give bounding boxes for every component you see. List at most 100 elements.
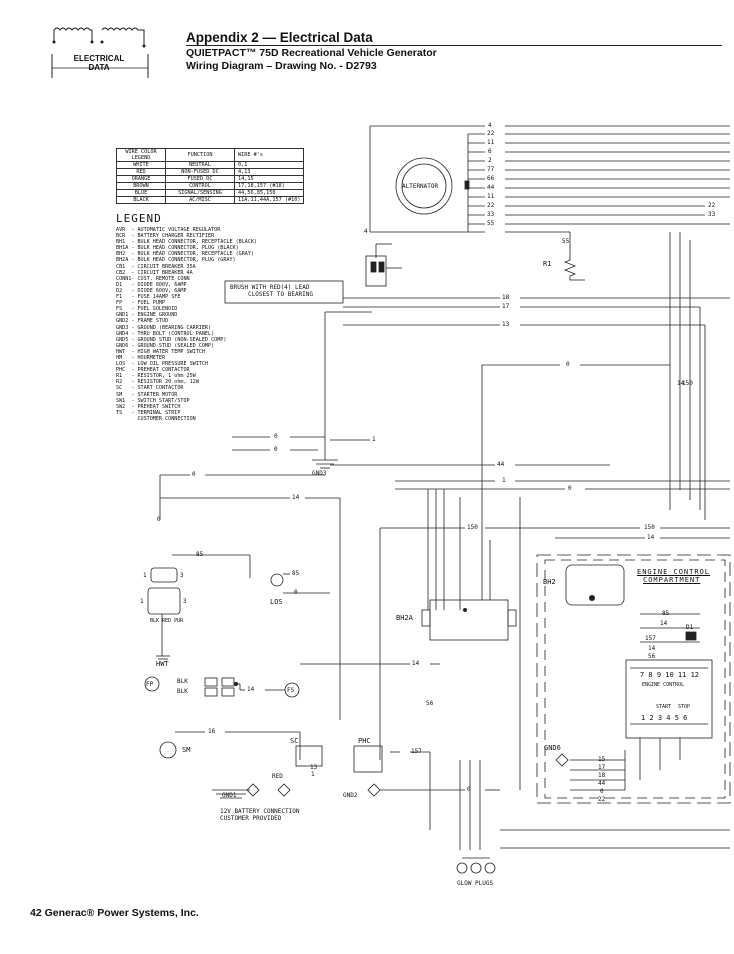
legend-item: HWT - HIGH WATER TEMP SWITCH xyxy=(116,348,205,355)
gnd3-label: GND3 xyxy=(312,470,327,477)
legend-item: LOS - LOW OIL PRESSURE SWITCH xyxy=(116,361,209,368)
los-label: LOS xyxy=(270,598,283,606)
wire-0-label: 0 xyxy=(157,516,161,523)
wire-0-label: 0 xyxy=(467,786,471,793)
wire-16-label: 16 xyxy=(208,728,216,735)
wire-14-label: 14 xyxy=(292,494,300,501)
legend-item: GND5 - GROUND STUD (NON-SEALED COMP) xyxy=(116,336,227,343)
wire-14-label: 14 xyxy=(677,380,685,387)
top-wire-label: 2 xyxy=(488,157,492,164)
top-wire-label: 66 xyxy=(487,175,495,182)
alternator-label: ALTERNATOR xyxy=(402,183,439,190)
engine-control-label: ENGINE CONTROL xyxy=(642,682,685,688)
legend-item: PHC - PREHEAT CONTACTOR xyxy=(116,367,190,374)
top-wire-label: 22 xyxy=(487,130,495,137)
title-rule xyxy=(186,45,722,46)
legend-item: R1 - RESISTOR, 1 ohm 25W xyxy=(116,373,196,380)
strip-top-label: 7 8 9 10 11 12 xyxy=(640,671,700,679)
bh2a-label: BH2A xyxy=(396,614,413,622)
legend-item: BH2A - BULK HEAD CONNECTOR, PLUG (GRAY) xyxy=(116,257,236,264)
bottom-wire-label: 44 xyxy=(598,780,606,787)
legend-item: GND1 - ENGINE GROUND xyxy=(116,312,178,319)
wire-157-label: 157 xyxy=(645,635,656,642)
legend-item: BCR - BATTERY CHARGER RECTIFIER xyxy=(116,233,215,240)
wire-150-label: 150 xyxy=(467,524,478,531)
wire-85-label: 85 xyxy=(196,551,204,558)
blk-label: BLK xyxy=(177,688,188,695)
wire-150-label: 150 xyxy=(644,524,655,531)
glow-plugs-label: GLOW PLUGS xyxy=(457,880,494,887)
top-wire-label: 11 xyxy=(487,139,495,146)
wire-85-label: 85 xyxy=(662,610,670,617)
top-wire-label: 44 xyxy=(487,184,495,191)
bottom-wire-label: 22 xyxy=(598,796,606,803)
wire-14-label: 14 xyxy=(412,660,420,667)
wire-1-label: 1 xyxy=(311,771,315,778)
wire-1-label: 1 xyxy=(372,436,376,443)
bottom-wire-label: 18 xyxy=(598,772,606,779)
wire-13-label: 13 xyxy=(502,321,510,328)
wire-1-label: 1 xyxy=(502,477,506,484)
sc-label: SC xyxy=(290,737,299,745)
start-label: START xyxy=(656,704,672,710)
legend-item: CB2 - CIRCUIT BREAKER 4A xyxy=(116,269,193,276)
wire-14-label: 14 xyxy=(648,645,656,652)
top-wire-label: 22 xyxy=(487,202,495,209)
bh2-label: BH2 xyxy=(543,578,556,586)
wire-55-label: 55 xyxy=(562,238,570,245)
wire-4-label: 4 xyxy=(364,228,368,235)
red-label: RED xyxy=(272,773,283,780)
wire-17-label: 17 xyxy=(502,303,510,310)
top-wire-label: 11 xyxy=(487,193,495,200)
coil-icon xyxy=(51,27,149,78)
wire-color-legend-table: WIRE COLOR LEGEND FUNCTION WIRE #'s WHIT… xyxy=(116,148,305,204)
legend-item: GND3 - GROUND (BEARING CARRIER) xyxy=(116,324,212,331)
legend-item: HM - HOURMETER xyxy=(116,354,166,361)
wire-0-label: 0 xyxy=(294,589,298,596)
wire-0-label: 0 xyxy=(192,471,196,478)
wire-150-label: 150 xyxy=(682,380,693,387)
gnd1-label: GND1 xyxy=(222,792,237,799)
fs-label: FS xyxy=(287,687,295,694)
hwt-label: HWT xyxy=(156,660,169,668)
gnd2-label: GND2 xyxy=(343,792,358,799)
right-wire-label: 33 xyxy=(708,211,716,218)
wire-0-label: 0 xyxy=(568,485,572,492)
legend-item: BH1A - BULK HEAD CONNECTOR, PLUG (BLACK) xyxy=(116,245,239,252)
phc-label: PHC xyxy=(358,737,371,745)
legend-item: D2 - DIODE 600V, 6AMP xyxy=(116,287,187,294)
legend-item: R2 - RESISTOR 20 ohm, 12W xyxy=(116,379,199,386)
pin-number: 1 xyxy=(143,572,147,579)
wire-18-label: 18 xyxy=(502,294,510,301)
legend-item: SW2 - PREHEAT SWITCH xyxy=(116,403,181,410)
legend-title: LEGEND xyxy=(116,212,162,225)
legend-item: SC - START CONTACTOR xyxy=(116,385,184,392)
bottom-wire-label: 17 xyxy=(598,764,606,771)
wire-14-label: 14 xyxy=(660,620,668,627)
blk-label: BLK xyxy=(177,678,188,685)
table-header-row: WIRE COLOR LEGEND FUNCTION WIRE #'s xyxy=(116,148,305,162)
pin-number: 3 xyxy=(180,572,184,579)
wire-56-label: 56 xyxy=(648,653,656,660)
legend-item: CB1 - CIRCUIT BREAKER 35A xyxy=(116,263,196,270)
battery-note: 12V BATTERY CONNECTION CUSTOMER PROVIDED xyxy=(220,808,300,822)
legend-item: CONN1- CUST. REMOTE CONN xyxy=(116,275,190,282)
ecc-label: ENGINE CONTROL COMPARTMENT xyxy=(637,568,711,584)
sm-label: SM xyxy=(182,746,191,754)
wire-0-label: 0 xyxy=(274,446,278,453)
legend-item: F1 - FUSE 14AMP SFE xyxy=(116,294,181,301)
legend-item: AVR - AUTOMATIC VOLTAGE REGULATOR xyxy=(116,227,221,233)
legend-item: BH2 - BULK HEAD CONNECTOR, RECEPTACLE (G… xyxy=(116,251,255,258)
wire-14-label: 14 xyxy=(247,686,255,693)
pin-number: 3 xyxy=(183,598,187,605)
page-subtitle: QUIETPACT™ 75D Recreational Vehicle Gene… xyxy=(186,47,437,72)
top-wire-label: 55 xyxy=(487,220,495,227)
d1-label: D1 xyxy=(686,624,694,631)
wire-0-label: 0 xyxy=(566,361,570,368)
pin-number: 1 xyxy=(140,598,144,605)
legend-item: FS - FUEL SOLENOID xyxy=(116,306,178,313)
legend-item: GND4 - THRU BOLT (CONTROL PANEL) xyxy=(116,330,215,337)
r1-label: R1 xyxy=(543,260,552,268)
